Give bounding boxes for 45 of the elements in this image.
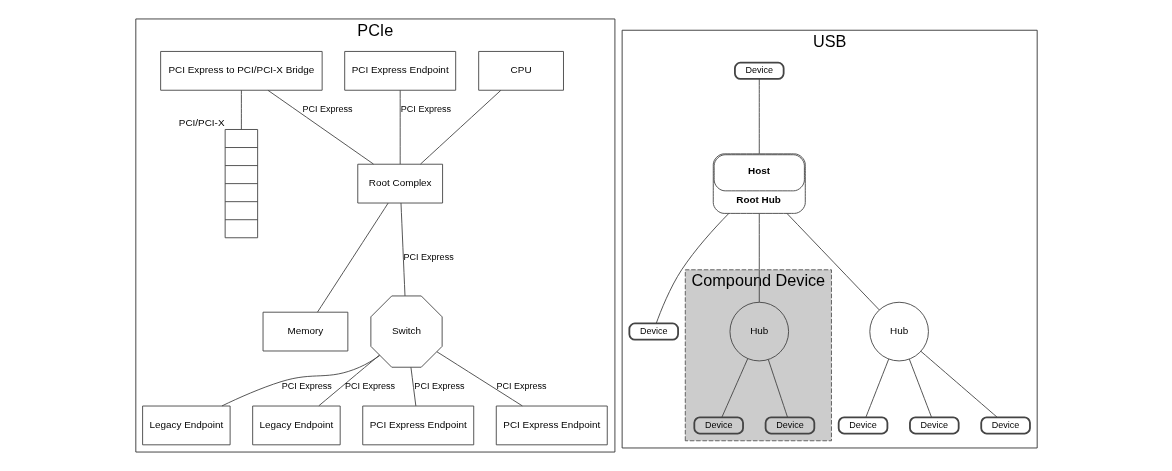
node-circle: Hub: [729, 301, 789, 362]
connector: [436, 351, 523, 407]
connector: [400, 202, 405, 297]
node-box: Device: [692, 416, 744, 435]
edge-label: PCI Express: [403, 251, 454, 262]
connector: [267, 89, 374, 165]
edge-label: PCI Express: [281, 380, 332, 391]
node-box: CPU: [477, 51, 564, 91]
node-box: PCI Express Endpoint: [495, 405, 608, 446]
edge-label: PCI Express: [495, 380, 547, 391]
connector: [240, 89, 242, 130]
node-box: Device: [733, 61, 785, 80]
node-box: PCI Express Endpoint: [361, 405, 474, 446]
node-box: PCI Express to PCI/PCI-X Bridge: [159, 51, 323, 91]
connector: [410, 366, 416, 407]
node-label: PCI/PCI-X: [178, 117, 225, 129]
node-box: Memory: [262, 311, 348, 352]
node-box: Legacy Endpoint: [141, 405, 231, 446]
connector: [865, 358, 889, 418]
connector: [399, 89, 401, 165]
connector: [919, 350, 997, 418]
edge-label: PCI Express: [302, 103, 353, 114]
connector: [720, 358, 748, 418]
connector: [655, 212, 729, 324]
connector: [767, 359, 788, 418]
edge-label: PCI Express: [344, 380, 395, 391]
node-box: Device: [764, 416, 815, 435]
connector: [419, 89, 501, 165]
connector: [908, 358, 932, 418]
connector: [317, 354, 380, 407]
node-box: Legacy Endpoint: [251, 405, 341, 446]
node-box: Root Complex: [356, 163, 443, 204]
connector: [316, 202, 389, 313]
edge-label: PCI Express: [413, 380, 464, 391]
node-box: PCI Express Endpoint: [343, 51, 456, 91]
connector: [758, 212, 760, 303]
node-box: Device: [908, 416, 960, 435]
connector: [758, 78, 760, 155]
connector: [785, 212, 880, 311]
connector: [221, 355, 380, 407]
node-box: Device: [837, 416, 888, 435]
node-box: Device: [979, 416, 1031, 435]
node-box: Device: [627, 322, 679, 341]
node-circle: Hub: [868, 301, 929, 362]
edge-label: PCI Express: [400, 103, 451, 114]
